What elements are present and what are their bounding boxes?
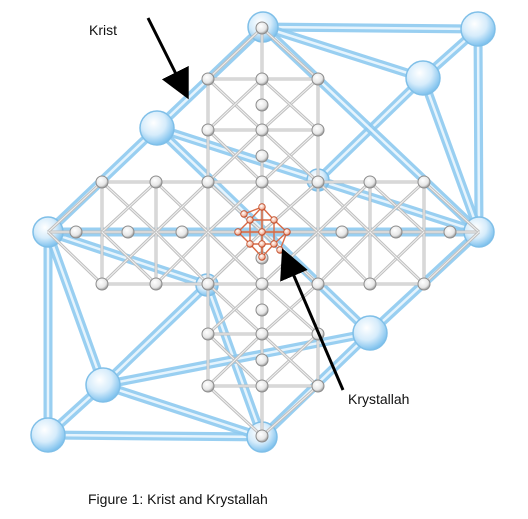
lattice-strut-highlight: [155, 231, 209, 285]
lattice-strut-highlight: [261, 385, 319, 437]
krystallah-node: [270, 216, 278, 224]
lattice-node: [363, 175, 377, 189]
lattice-strut-highlight: [101, 181, 157, 233]
lattice-strut-highlight: [47, 231, 103, 285]
lattice-node: [201, 327, 215, 341]
lattice-node: [311, 379, 325, 393]
lattice-strut-highlight: [369, 231, 425, 285]
lattice-strut-highlight: [207, 129, 263, 183]
krist-node: [405, 60, 441, 96]
lattice-strut-highlight: [207, 78, 263, 131]
lattice-strut-highlight: [261, 181, 319, 233]
lattice-node: [335, 225, 349, 239]
lattice-strut-highlight: [423, 181, 480, 233]
lattice-node: [417, 277, 431, 291]
krist-node: [30, 417, 66, 453]
lattice-strut-highlight: [317, 231, 371, 285]
krystallah-node: [270, 240, 278, 248]
lattice-strut-highlight: [317, 181, 371, 233]
krist-edge-highlight: [101, 383, 264, 439]
krystallah-node: [240, 210, 248, 218]
krystallah-node: [258, 228, 266, 236]
lattice-node: [443, 225, 457, 239]
lattice-node: [311, 123, 325, 137]
lattice-node: [175, 225, 189, 239]
lattice-node: [417, 175, 431, 189]
lattice-strut-highlight: [261, 333, 319, 387]
lattice-node: [121, 225, 135, 239]
krist-edge-highlight: [261, 25, 480, 31]
lattice-strut-highlight: [101, 231, 157, 285]
lattice-strut-highlight: [261, 129, 319, 183]
lattice-node: [69, 225, 83, 239]
lattice-node: [311, 175, 325, 189]
lattice-node: [201, 123, 215, 137]
lattice-strut-highlight: [207, 181, 263, 233]
krist-node: [460, 11, 496, 47]
lattice-node: [255, 277, 269, 291]
lattice-strut-highlight: [423, 231, 480, 285]
krist-node: [352, 315, 388, 351]
lattice-node: [95, 175, 109, 189]
lattice-node: [255, 72, 269, 86]
lattice-strut-highlight: [261, 283, 319, 335]
krystallah-pointer-arrow: [280, 248, 345, 391]
lattice-strut-highlight: [207, 231, 263, 285]
lattice-node: [363, 277, 377, 291]
lattice-strut-highlight: [47, 181, 103, 233]
krystallah-node: [276, 246, 284, 254]
lattice-node: [255, 21, 269, 35]
lattice-node: [255, 429, 269, 443]
figure-caption: Figure 1: Krist and Krystallah: [88, 491, 268, 507]
lattice-node: [255, 327, 269, 341]
lattice-strut-highlight: [261, 27, 319, 80]
lattice-node: [255, 149, 269, 163]
krystallah-node: [283, 228, 291, 236]
lattice-node: [311, 72, 325, 86]
krist-pointer-arrow: [146, 17, 189, 100]
lattice-node: [149, 277, 163, 291]
krist-edge-highlight: [101, 283, 209, 387]
krist-krystallah-diagram: [30, 11, 496, 453]
krystallah-node: [234, 228, 242, 236]
lattice-node: [201, 72, 215, 86]
krist-edge-highlight: [261, 25, 425, 80]
lattice-node: [255, 123, 269, 137]
krystallah-node: [258, 203, 266, 211]
krist-edge-highlight: [46, 230, 105, 387]
lattice-node: [95, 277, 109, 291]
lattice-node: [201, 277, 215, 291]
krist-node: [85, 367, 121, 403]
lattice-strut-highlight: [261, 78, 319, 131]
lattice-strut-highlight: [155, 181, 209, 233]
krist-edge-highlight: [421, 76, 481, 234]
lattice-node: [255, 98, 269, 112]
krist-node: [139, 110, 175, 146]
lattice-strut-highlight: [207, 333, 263, 387]
lattice-node: [389, 225, 403, 239]
lattice-strut-highlight: [207, 385, 263, 437]
krystallah-node: [258, 240, 266, 248]
krist-label: Krist: [89, 22, 117, 38]
krystallah-node: [246, 240, 254, 248]
krystallah-node: [258, 253, 266, 261]
lattice-strut-highlight: [207, 283, 263, 335]
lattice-strut-highlight: [369, 181, 425, 233]
lattice-node: [201, 175, 215, 189]
lattice-strut-highlight: [207, 27, 263, 80]
lattice-node: [311, 277, 325, 291]
krystallah-node: [246, 216, 254, 224]
lattice-node: [255, 303, 269, 317]
lattice-node: [201, 379, 215, 393]
lattice-node: [255, 353, 269, 367]
krist-edge-highlight: [46, 433, 264, 439]
lattice-node: [255, 175, 269, 189]
krystallah-label: Krystallah: [348, 391, 410, 407]
lattice-node: [255, 379, 269, 393]
krist-edge-highlight: [476, 27, 481, 234]
lattice-node: [149, 175, 163, 189]
